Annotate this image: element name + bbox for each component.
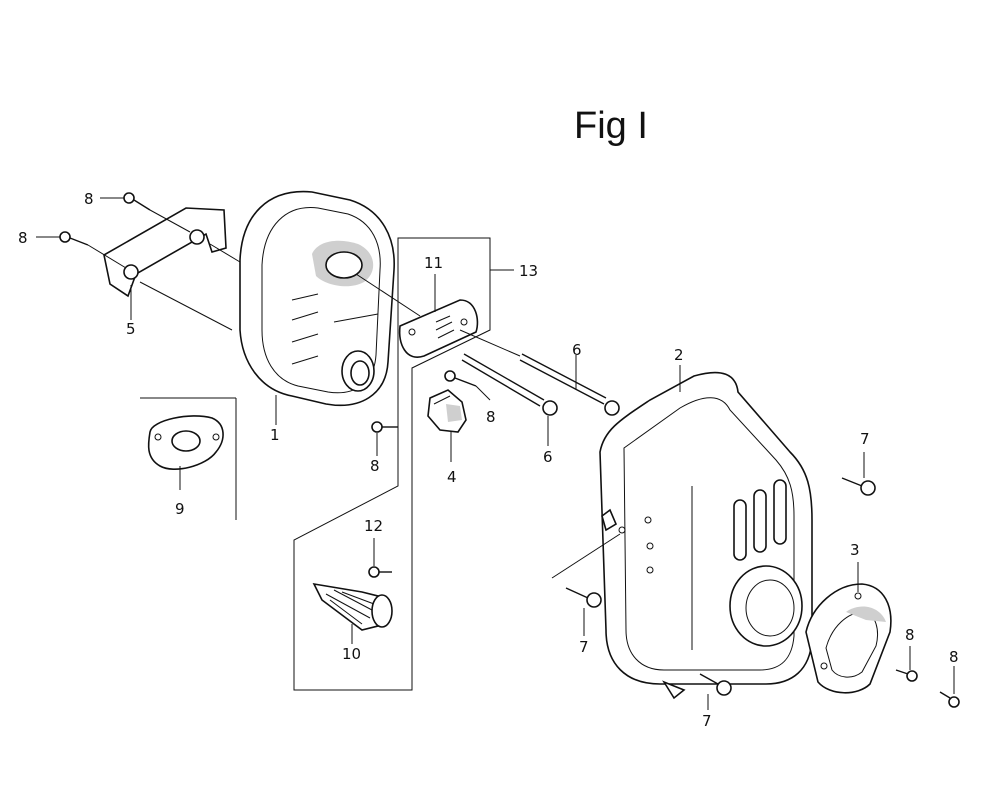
bolt-part [100, 192, 191, 233]
figure-title: Fig I [574, 105, 648, 147]
bolt-part [565, 587, 602, 608]
callout-label: 1 [270, 426, 280, 444]
callout-label: 7 [702, 712, 712, 730]
callout-label: 6 [572, 341, 582, 359]
callout-label: 6 [543, 448, 553, 466]
deflector-part [805, 583, 892, 694]
callout-label: 8 [18, 229, 28, 247]
callout-label: 10 [342, 645, 361, 663]
callout-label: 11 [424, 254, 443, 272]
callout-label: 5 [126, 320, 136, 338]
callout-label: 4 [447, 468, 457, 486]
screw-part [371, 421, 398, 433]
screw-part [368, 566, 392, 578]
callout-label: 2 [674, 346, 684, 364]
callout-label: 12 [364, 517, 383, 535]
screen-part [312, 582, 393, 631]
callout-label: 13 [519, 262, 538, 280]
screw-part [939, 691, 960, 708]
screw-part [895, 669, 918, 682]
bolt-part [519, 353, 620, 416]
callout-label: 8 [486, 408, 496, 426]
callout-label: 3 [850, 541, 860, 559]
arrester-part [427, 389, 467, 433]
screw-part [444, 370, 477, 387]
bolt-part [461, 353, 558, 416]
bolt-part [699, 673, 732, 696]
cover-part [599, 371, 813, 700]
gasket-part [147, 415, 224, 470]
callout-label: 8 [370, 457, 380, 475]
callout-label: 9 [175, 500, 185, 518]
bolt-part [36, 231, 127, 269]
bracket-part [103, 207, 227, 298]
callout-label: 8 [84, 190, 94, 208]
callout-label: 7 [860, 430, 870, 448]
bolt-part [841, 477, 876, 496]
callout-label: 8 [905, 626, 915, 644]
plate-part [398, 299, 479, 358]
muffler-part [239, 190, 395, 406]
callout-label: 8 [949, 648, 959, 666]
callout-label: 7 [579, 638, 589, 656]
